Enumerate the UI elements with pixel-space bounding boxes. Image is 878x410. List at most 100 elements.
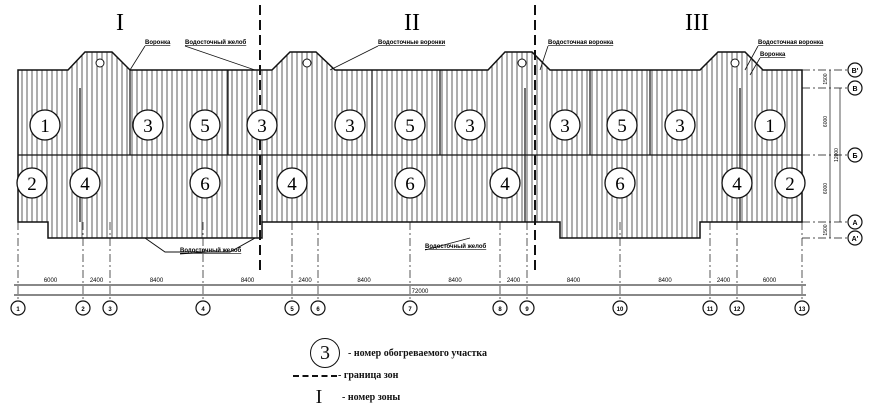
column-axis-label: 2 [81, 307, 85, 313]
column-dimension: 8400 [567, 278, 581, 284]
row-axis-label: Б [852, 153, 857, 160]
section-number: 4 [287, 174, 297, 195]
section-circle [16, 167, 48, 199]
column-axis-label: 8 [498, 307, 502, 313]
row-axis-label: А [852, 220, 857, 227]
row-axis-marker [847, 147, 863, 163]
callout-leader [424, 237, 471, 251]
legend-section: 3 - номер обогреваемого участка [302, 338, 487, 368]
total-dimension: 72000 [412, 289, 429, 295]
vent-circle [730, 58, 740, 68]
section-number: 6 [200, 174, 210, 195]
column-axis-label: 13 [799, 307, 806, 313]
section-circle [246, 109, 278, 141]
column-axis-marker [102, 300, 118, 316]
section-number: 4 [80, 174, 90, 195]
row-dimension: 1500 [823, 73, 829, 84]
section-circle [29, 109, 61, 141]
section-number: 4 [732, 174, 742, 195]
column-axis-marker [702, 300, 718, 316]
column-dimension: 2400 [507, 278, 521, 284]
callout-leader [539, 45, 549, 71]
gutter-trough [144, 237, 256, 253]
section-number: 5 [617, 116, 627, 137]
zone-label: II [404, 10, 420, 36]
column-axis-label: 5 [290, 307, 294, 313]
column-dimension: 8400 [448, 278, 462, 284]
section-number: 1 [765, 116, 775, 137]
section-number: 2 [785, 174, 795, 195]
column-axis-marker [492, 300, 508, 316]
section-number: 3 [257, 116, 267, 137]
section-number: 6 [615, 174, 625, 195]
column-dimension: 8400 [357, 278, 371, 284]
row-axis-label: В' [852, 68, 859, 75]
column-dimension: 8400 [241, 278, 255, 284]
row-axis-marker [847, 214, 863, 230]
callout-label: Водосточная воронка [548, 40, 614, 46]
row-total-dimension: 12000 [834, 148, 840, 162]
row-axis-label: А' [852, 236, 859, 243]
zone-label: III [685, 10, 709, 36]
legend-section-text: - номер обогреваемого участка [348, 347, 488, 359]
roof-outline [17, 51, 803, 239]
callout-label: Водосточные воронки [378, 40, 445, 46]
section-number: 3 [465, 116, 475, 137]
section-circle [132, 109, 164, 141]
boundary-symbol [293, 374, 337, 377]
callout-label: Водосточный желоб [180, 247, 242, 254]
callout-leader [749, 57, 761, 76]
column-axis-marker [310, 300, 326, 316]
row-dimension: 1500 [823, 224, 829, 235]
section-circle [69, 167, 101, 199]
column-axis-label: 9 [525, 307, 529, 313]
column-axis-label: 4 [201, 307, 205, 313]
column-axis-marker [519, 300, 535, 316]
section-circle [189, 167, 221, 199]
section-circle [549, 109, 581, 141]
column-axis-label: 7 [408, 307, 412, 313]
section-number: 6 [405, 174, 415, 195]
row-dimension: 6000 [823, 116, 829, 127]
column-dimension: 6000 [44, 278, 58, 284]
section-circle [774, 167, 806, 199]
column-axis-marker [612, 300, 628, 316]
column-axis-label: 10 [617, 307, 624, 313]
column-axis-marker [794, 300, 810, 316]
column-axis-label: 1 [16, 307, 20, 313]
callout-label: Воронка [145, 40, 171, 46]
section-circle [334, 109, 366, 141]
section-circle [754, 109, 786, 141]
section-number: 3 [560, 116, 570, 137]
column-dimension: 8400 [150, 278, 164, 284]
callout-leader [744, 45, 759, 71]
section-circle [489, 167, 521, 199]
column-axis-marker [402, 300, 418, 316]
section-circle [394, 167, 426, 199]
row-axis-marker [847, 62, 863, 78]
legend-zone-text: - номер зоны [342, 392, 401, 403]
callout-label: Водосточный желоб [185, 39, 247, 46]
column-dimension: 6000 [763, 278, 777, 284]
section-number: 5 [200, 116, 210, 137]
vent-circle [95, 58, 105, 68]
section-number: 3 [345, 116, 355, 137]
section-number: 1 [40, 116, 50, 137]
legend-zone: I - номер зоны [296, 386, 401, 409]
legend-boundary-text: - граница зон [338, 370, 399, 381]
section-circle [606, 109, 638, 141]
section-circle [394, 109, 426, 141]
row-axis-marker [847, 80, 863, 96]
row-axis-label: В [852, 86, 857, 93]
callout-label: Водосточный желоб [425, 243, 487, 250]
column-dimension: 2400 [298, 278, 312, 284]
column-axis-label: 12 [734, 307, 741, 313]
callout-leader [184, 45, 256, 71]
column-axis-marker [729, 300, 745, 316]
callout-leader [179, 251, 211, 255]
column-dimension: 2400 [90, 278, 104, 284]
section-circle [276, 167, 308, 199]
column-dimension: 8400 [658, 278, 672, 284]
section-number: 4 [500, 174, 510, 195]
